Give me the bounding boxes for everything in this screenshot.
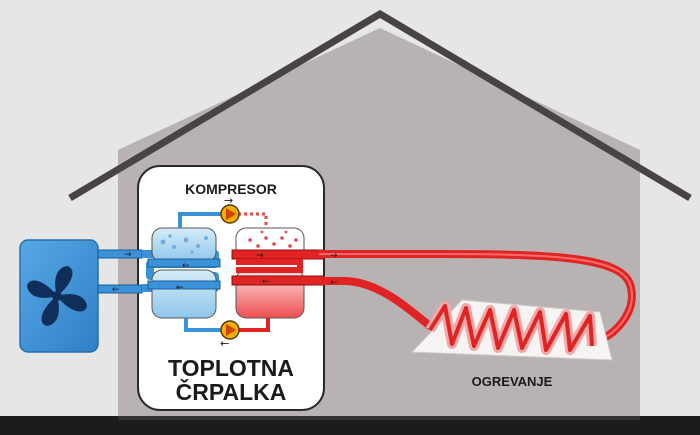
- outdoor-unit: [19, 239, 99, 353]
- svg-text:→: →: [256, 251, 264, 261]
- valve-icon: [220, 320, 240, 340]
- compressor-label: KOMPRESOR: [185, 181, 277, 197]
- svg-text:←: ←: [220, 337, 229, 350]
- pump-icon: [220, 204, 240, 224]
- fan-icon: [27, 266, 87, 326]
- floor-heating-coil: [410, 299, 613, 361]
- roof: [68, 9, 692, 202]
- refrigerant-loop: → ←: [178, 194, 270, 350]
- svg-text:←: ←: [262, 277, 270, 287]
- svg-text:←: ←: [330, 278, 338, 288]
- svg-text:←: ←: [112, 285, 120, 295]
- evaporator: ← ←: [142, 227, 221, 319]
- ground: [0, 416, 700, 435]
- heating-label: OGREVANJE: [472, 374, 553, 389]
- svg-text:→: →: [124, 250, 132, 260]
- condenser: → ←: [231, 227, 325, 319]
- heat-pump-label-line2: ČRPALKA: [176, 378, 287, 405]
- svg-text:←: ←: [176, 283, 184, 293]
- svg-text:←: ←: [182, 261, 190, 271]
- heat-pump-label-line1: TOPLOTNA: [168, 355, 294, 381]
- svg-text:→: →: [330, 251, 338, 261]
- hot-pipes: → ←: [316, 250, 636, 346]
- svg-text:→: →: [224, 194, 233, 207]
